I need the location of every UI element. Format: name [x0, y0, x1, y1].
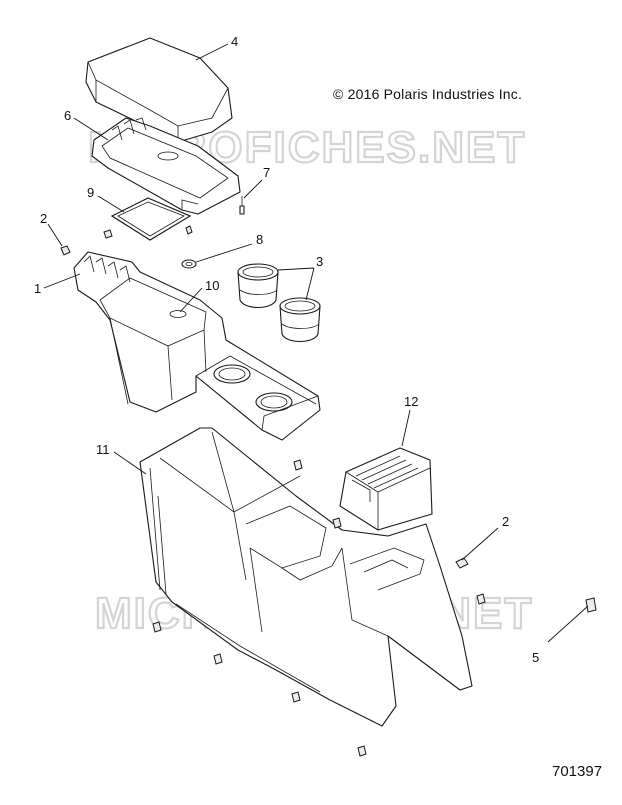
fastener-icon — [293, 459, 303, 471]
leader-1 — [43, 273, 81, 289]
leader-8 — [195, 243, 253, 263]
callout-10: 10 — [205, 278, 219, 293]
leader-3b — [305, 267, 315, 301]
fastener-icon — [357, 745, 367, 757]
part-8-grommet — [181, 259, 197, 269]
fastener-icon — [213, 653, 223, 665]
leader-2b — [461, 527, 499, 561]
callout-2-lower: 2 — [502, 514, 509, 529]
callout-11: 11 — [96, 442, 110, 457]
clip-icon — [103, 229, 113, 239]
callout-4: 4 — [231, 34, 238, 49]
callout-5: 5 — [532, 650, 539, 665]
leader-4 — [195, 43, 229, 61]
part-9-seal — [110, 197, 192, 241]
part-1-console-bin — [73, 251, 321, 441]
callout-2-upper: 2 — [40, 211, 47, 226]
callout-7: 7 — [263, 165, 270, 180]
leader-10 — [179, 287, 203, 313]
callout-3: 3 — [316, 254, 323, 269]
part-2-fastener-upper — [60, 245, 71, 256]
leader-2a — [47, 223, 63, 247]
leader-12 — [401, 409, 411, 447]
leader-5 — [547, 605, 589, 643]
callout-8: 8 — [256, 232, 263, 247]
leader-3a — [277, 267, 315, 271]
callout-12: 12 — [404, 394, 418, 409]
callout-9: 9 — [87, 185, 94, 200]
part-5-clip — [585, 597, 597, 613]
leader-11 — [113, 451, 147, 475]
part-11-lower-console — [139, 427, 473, 727]
fastener-icon — [152, 621, 162, 633]
leader-6 — [73, 117, 109, 141]
leader-7 — [243, 179, 263, 199]
copyright-notice: © 2016 Polaris Industries Inc. — [333, 86, 523, 102]
diagram-number: 701397 — [552, 763, 603, 780]
callout-1: 1 — [34, 281, 41, 296]
fastener-icon — [476, 593, 486, 605]
clip-icon — [185, 225, 193, 235]
part-3-cup-holders — [237, 263, 321, 343]
part-12-tray — [339, 447, 433, 531]
leader-9 — [97, 195, 125, 213]
part-7-screw — [239, 196, 245, 215]
part-6-lid-frame — [91, 117, 241, 215]
fastener-icon — [291, 691, 301, 703]
part-2-fastener-lower — [455, 557, 469, 569]
callout-6: 6 — [64, 108, 71, 123]
fastener-icon — [332, 517, 342, 529]
